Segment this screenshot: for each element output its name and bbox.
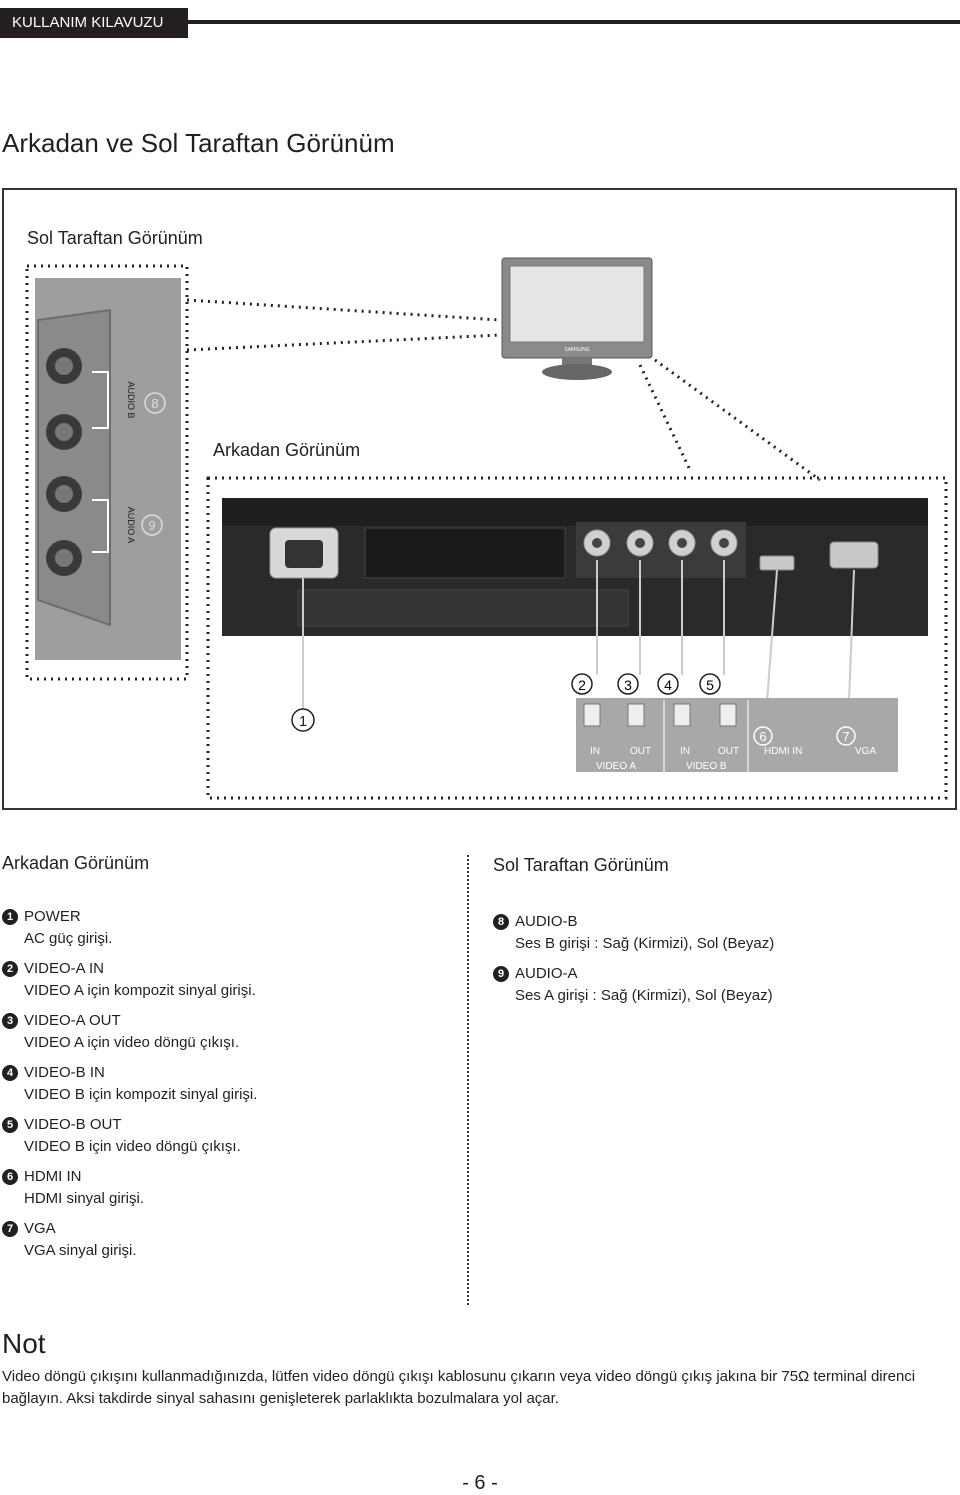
- callout-6: 6: [759, 729, 766, 744]
- note-title: Not: [2, 1328, 46, 1359]
- side-zoom-frame: [25, 264, 189, 681]
- label-vga: VGA: [855, 746, 876, 757]
- callout-9: 9: [148, 518, 155, 533]
- callout-4: 4: [664, 677, 672, 693]
- label-video-b: VIDEO B: [686, 761, 727, 772]
- header-rule: [188, 20, 960, 24]
- label-hdmi-in: HDMI IN: [764, 746, 802, 757]
- manual-header-tab: KULLANIM KILAVUZU: [0, 8, 188, 38]
- monitor-icon: SAMSUNG: [501, 257, 653, 380]
- figure-illustration: SAMSUNG AUDIO B AUDIO A 8 9: [25, 257, 948, 800]
- callout-2: 2: [578, 677, 586, 693]
- side-label-audio-a: AUDIO A: [126, 507, 136, 544]
- callout-5: 5: [706, 677, 714, 693]
- section-title: Arkadan ve Sol Taraftan Görünüm: [2, 128, 395, 158]
- connector-figure: [2, 188, 957, 810]
- side-panel-photo: AUDIO B AUDIO A 8 9: [35, 278, 181, 660]
- left-column-title: Sol Taraftan Görünüm: [493, 855, 669, 875]
- callout-7: 7: [842, 729, 849, 744]
- left-view-label: Sol Taraftan Görünüm: [27, 228, 203, 248]
- page-number: - 6 -: [462, 1472, 498, 1494]
- label-in-a: IN: [590, 746, 600, 757]
- column-divider: [467, 855, 469, 1305]
- rear-view-label: Arkadan Görünüm: [213, 440, 361, 460]
- rear-zoom-frame: [206, 476, 948, 800]
- note-text: Video döngü çıkışını kullanmadığınızda, …: [2, 1368, 916, 1407]
- label-video-a: VIDEO A: [596, 761, 636, 772]
- callout-3: 3: [624, 677, 632, 693]
- label-in-b: IN: [680, 746, 690, 757]
- label-out-a: OUT: [630, 746, 651, 757]
- side-label-audio-b: AUDIO B: [126, 381, 136, 418]
- callout-8: 8: [151, 396, 158, 411]
- rear-panel-photo: [222, 498, 928, 636]
- port-label-strip: IN OUT VIDEO A IN OUT VIDEO B HDMI IN VG…: [576, 698, 898, 772]
- monitor-brand: SAMSUNG: [564, 347, 589, 353]
- rear-column-title: Arkadan Görünüm: [2, 853, 150, 873]
- label-out-b: OUT: [718, 746, 739, 757]
- callout-1: 1: [299, 713, 307, 730]
